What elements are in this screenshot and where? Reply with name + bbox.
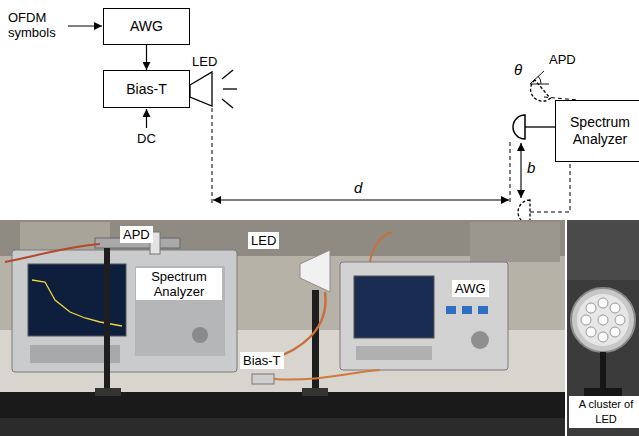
signal-arrow (68, 26, 102, 27)
offset-marker (520, 143, 521, 198)
apd-mount-photo (5, 232, 180, 396)
led-cluster-photo (598, 332, 608, 342)
part-label: APD (549, 52, 576, 67)
led-cluster-photo (598, 298, 608, 308)
box-text: Bias-T (126, 81, 166, 98)
distance-marker (212, 108, 510, 204)
led-cluster-photo (610, 327, 620, 337)
led-symbol (222, 70, 233, 79)
awg-photo (340, 262, 508, 370)
photo-callout: AWG (452, 280, 489, 297)
offset-marker (521, 143, 522, 198)
awg-photo (356, 346, 432, 360)
optical-rail-photo (0, 388, 565, 436)
photo-callout: Spectrum Analyzer (136, 268, 222, 300)
distance-marker (510, 142, 511, 204)
awg-photo (354, 276, 434, 338)
led-symbol (222, 99, 233, 108)
lab-photo (0, 220, 565, 436)
dimension-label: b (527, 160, 535, 175)
rotated-apd-symbol (530, 71, 544, 84)
led-cluster-photo (600, 352, 606, 392)
signal-label: DC (137, 131, 156, 146)
led-photo (300, 250, 330, 292)
signal-connector (146, 45, 147, 70)
rotated-apd-symbol (526, 80, 551, 106)
led-cluster-photo (571, 288, 635, 352)
led-symbol (190, 70, 237, 108)
lab-photo (0, 220, 565, 436)
photo-callout: A cluster of LED (569, 396, 639, 428)
awg-photo (462, 306, 472, 314)
optical-rail-photo (302, 388, 328, 396)
awg-photo (340, 262, 508, 370)
distance-marker (213, 199, 509, 200)
rotated-apd-symbol (530, 84, 549, 85)
optical-rail-photo (0, 392, 565, 418)
box-text: AWG (130, 18, 163, 35)
led-cluster-photo (584, 388, 622, 396)
photo-callout: Bias-T (240, 352, 284, 369)
part-label: LED (192, 54, 217, 69)
apd-symbol (525, 126, 555, 127)
led-cluster-photo (598, 315, 608, 325)
led-cluster-photo (586, 303, 596, 313)
bias-t-photo (252, 374, 274, 384)
led-cluster-photo (567, 220, 639, 280)
led-cluster-photo (586, 327, 596, 337)
awg-photo (478, 306, 488, 314)
lab-photo (0, 330, 565, 436)
apd-mount-photo (5, 244, 100, 262)
optical-rail-photo (95, 388, 121, 396)
spectrum-analyzer-photo (28, 264, 126, 336)
lower-apd-symbol (530, 162, 570, 212)
awg-photo (471, 331, 489, 349)
rotated-apd-symbol (538, 76, 541, 84)
awg-photo (446, 306, 456, 314)
instrument-box: AWG (103, 8, 190, 45)
led-photo (270, 292, 326, 360)
angle-label: θ (514, 62, 522, 77)
apd-symbol (513, 115, 525, 139)
bias-tee-box: Bias-T (103, 70, 190, 108)
signal-label: OFDM symbols (8, 10, 68, 40)
led-cluster-photo (577, 294, 629, 346)
spectrum-analyzer-photo (12, 250, 237, 372)
dc-arrow (146, 109, 147, 128)
lower-apd-symbol (518, 162, 570, 224)
optical-rail-photo (0, 418, 565, 436)
dc-arrow (146, 109, 147, 128)
rotated-apd-symbol (526, 80, 551, 106)
spectrum-analyzer-photo (12, 250, 237, 372)
led-cluster-photo (581, 315, 591, 325)
dimension-label: d (354, 180, 362, 195)
spectrum-analyzer-photo (192, 327, 208, 343)
led-symbol (223, 88, 237, 89)
led-cluster-photo (610, 303, 620, 313)
apd-mount-photo (104, 248, 110, 396)
box-text: Spectrum Analyzer (556, 114, 639, 148)
led-cluster-photo (615, 315, 625, 325)
signal-arrow (68, 25, 102, 26)
led-photo (370, 232, 392, 262)
spectrum-analyzer-photo (135, 266, 225, 356)
instrument-box: Spectrum Analyzer (555, 100, 639, 162)
photo-callout: APD (120, 226, 153, 243)
apd-symbol (513, 115, 555, 139)
led-symbol (190, 72, 212, 106)
lab-photo (470, 222, 560, 262)
bias-t-photo (252, 370, 380, 384)
photo-callout: LED (248, 232, 279, 249)
distance-marker (212, 108, 213, 204)
bias-t-photo (274, 370, 380, 380)
